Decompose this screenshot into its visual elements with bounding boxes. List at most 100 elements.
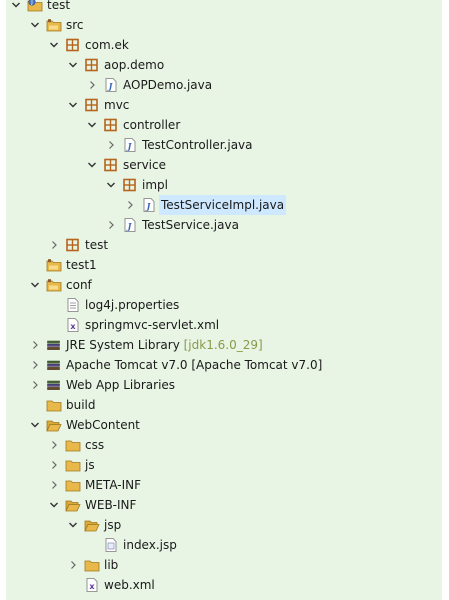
tree-item-label: lib	[104, 558, 119, 572]
tree-item-src[interactable]: src	[6, 15, 442, 35]
svg-text:J: J	[145, 201, 152, 211]
tree-item-controller[interactable]: controller	[6, 115, 442, 135]
tree-item-testservice-java[interactable]: J TestService.java	[6, 215, 442, 235]
svg-text:x: x	[89, 582, 95, 591]
tree-item-apache-tomcat-v7-0-apache-tomcat-v7-0[interactable]: Apache Tomcat v7.0 [Apache Tomcat v7.0]	[6, 355, 442, 375]
tree-item-web-inf[interactable]: WEB-INF	[6, 495, 442, 515]
open-folder-icon	[46, 417, 62, 433]
chevron-right-icon[interactable]	[104, 217, 118, 233]
chevron-right-icon[interactable]	[28, 377, 42, 393]
source-folder-icon	[46, 257, 62, 273]
chevron-right-icon[interactable]	[47, 437, 61, 453]
chevron-right-icon[interactable]	[47, 237, 61, 253]
chevron-down-icon[interactable]	[85, 117, 99, 133]
tree-item-label: src	[66, 18, 84, 32]
tree-item-index-jsp[interactable]: index.jsp	[6, 535, 442, 555]
tree-item-label: test1	[66, 258, 97, 272]
chevron-down-icon[interactable]	[28, 277, 42, 293]
tree-item-label: conf	[66, 278, 92, 292]
open-folder-icon	[84, 517, 100, 533]
tree-item-label: impl	[142, 178, 168, 192]
chevron-right-icon[interactable]	[28, 357, 42, 373]
tree-item-impl[interactable]: impl	[6, 175, 442, 195]
chevron-down-icon[interactable]	[85, 157, 99, 173]
java-file-icon: J	[122, 217, 138, 233]
tree-item-css[interactable]: css	[6, 435, 442, 455]
chevron-right-icon[interactable]	[104, 137, 118, 153]
chevron-down-icon[interactable]	[28, 17, 42, 33]
tree-item-label: TestServiceImpl.java	[159, 195, 287, 215]
library-icon	[46, 337, 62, 353]
tree-item-label: js	[85, 458, 95, 472]
chevron-down-icon[interactable]	[66, 97, 80, 113]
tree-item-aopdemo-java[interactable]: J AOPDemo.java	[6, 75, 442, 95]
chevron-right-icon[interactable]	[28, 337, 42, 353]
java-file-icon: J	[103, 77, 119, 93]
tree-item-log4j-properties[interactable]: log4j.properties	[6, 295, 442, 315]
tree-item-label: mvc	[104, 98, 130, 112]
tree-item-label: Web App Libraries	[66, 378, 176, 392]
chevron-right-icon[interactable]	[85, 77, 99, 93]
chevron-right-icon[interactable]	[47, 477, 61, 493]
tree-item-springmvc-servlet-xml[interactable]: x springmvc-servlet.xml	[6, 315, 442, 335]
tree-item-empty[interactable]	[6, 595, 442, 600]
source-folder-icon	[46, 17, 62, 33]
tree-item-label: TestService.java	[142, 218, 239, 232]
package-icon	[122, 177, 138, 193]
tree-item-label: aop.demo	[104, 58, 165, 72]
source-folder-icon	[46, 277, 62, 293]
tree-item-jsp[interactable]: jsp	[6, 515, 442, 535]
tree-item-service[interactable]: service	[6, 155, 442, 175]
svg-text:J: J	[126, 141, 133, 151]
tree-item-conf[interactable]: conf	[6, 275, 442, 295]
tree-item-build[interactable]: build	[6, 395, 442, 415]
tree-item-label: AOPDemo.java	[123, 78, 213, 92]
java-project-icon: J	[27, 0, 43, 13]
folder-icon	[65, 457, 81, 473]
tree-item-jre-system-library[interactable]: JRE System Library [jdk1.6.0_29]	[6, 335, 442, 355]
chevron-down-icon[interactable]	[9, 0, 23, 13]
tree-item-label: controller	[123, 118, 181, 132]
tree-item-label: META-INF	[85, 478, 142, 492]
chevron-right-icon[interactable]	[123, 197, 137, 213]
chevron-down-icon[interactable]	[104, 177, 118, 193]
tree-item-com-ek[interactable]: com.ek	[6, 35, 442, 55]
tree-item-label: index.jsp	[123, 538, 177, 552]
open-folder-icon	[65, 497, 81, 513]
chevron-down-icon[interactable]	[28, 417, 42, 433]
tree-item-js[interactable]: js	[6, 455, 442, 475]
tree-item-label: WebContent	[66, 418, 140, 432]
tree-item-decoration: [jdk1.6.0_29]	[179, 338, 263, 352]
tree-item-web-app-libraries[interactable]: Web App Libraries	[6, 375, 442, 395]
tree-item-label: TestController.java	[142, 138, 253, 152]
xml-file-icon: x	[65, 317, 81, 333]
chevron-down-icon[interactable]	[66, 57, 80, 73]
tree-item-label: jsp	[104, 518, 122, 532]
tree-item-lib[interactable]: lib	[6, 555, 442, 575]
tree-item-label: service	[123, 158, 166, 172]
chevron-down-icon[interactable]	[66, 517, 80, 533]
chevron-down-icon[interactable]	[47, 497, 61, 513]
xml-file-icon: x	[84, 577, 100, 593]
tree-item-mvc[interactable]: mvc	[6, 95, 442, 115]
package-icon	[84, 57, 100, 73]
java-file-icon: J	[141, 197, 157, 213]
chevron-right-icon[interactable]	[47, 457, 61, 473]
properties-file-icon	[65, 297, 81, 313]
chevron-down-icon[interactable]	[47, 37, 61, 53]
tree-item-meta-inf[interactable]: META-INF	[6, 475, 442, 495]
tree-item-webcontent[interactable]: WebContent	[6, 415, 442, 435]
tree-item-label: springmvc-servlet.xml	[85, 318, 220, 332]
library-icon	[46, 357, 62, 373]
chevron-right-icon[interactable]	[66, 557, 80, 573]
library-icon	[46, 377, 62, 393]
tree-item-testserviceimpl-java[interactable]: J TestServiceImpl.java	[6, 195, 442, 215]
tree-item-aop-demo[interactable]: aop.demo	[6, 55, 442, 75]
tree-item-testcontroller-java[interactable]: J TestController.java	[6, 135, 442, 155]
tree-item-test1[interactable]: test1	[6, 255, 442, 275]
svg-text:J: J	[30, 0, 32, 6]
tree-item-test[interactable]: test	[6, 235, 442, 255]
